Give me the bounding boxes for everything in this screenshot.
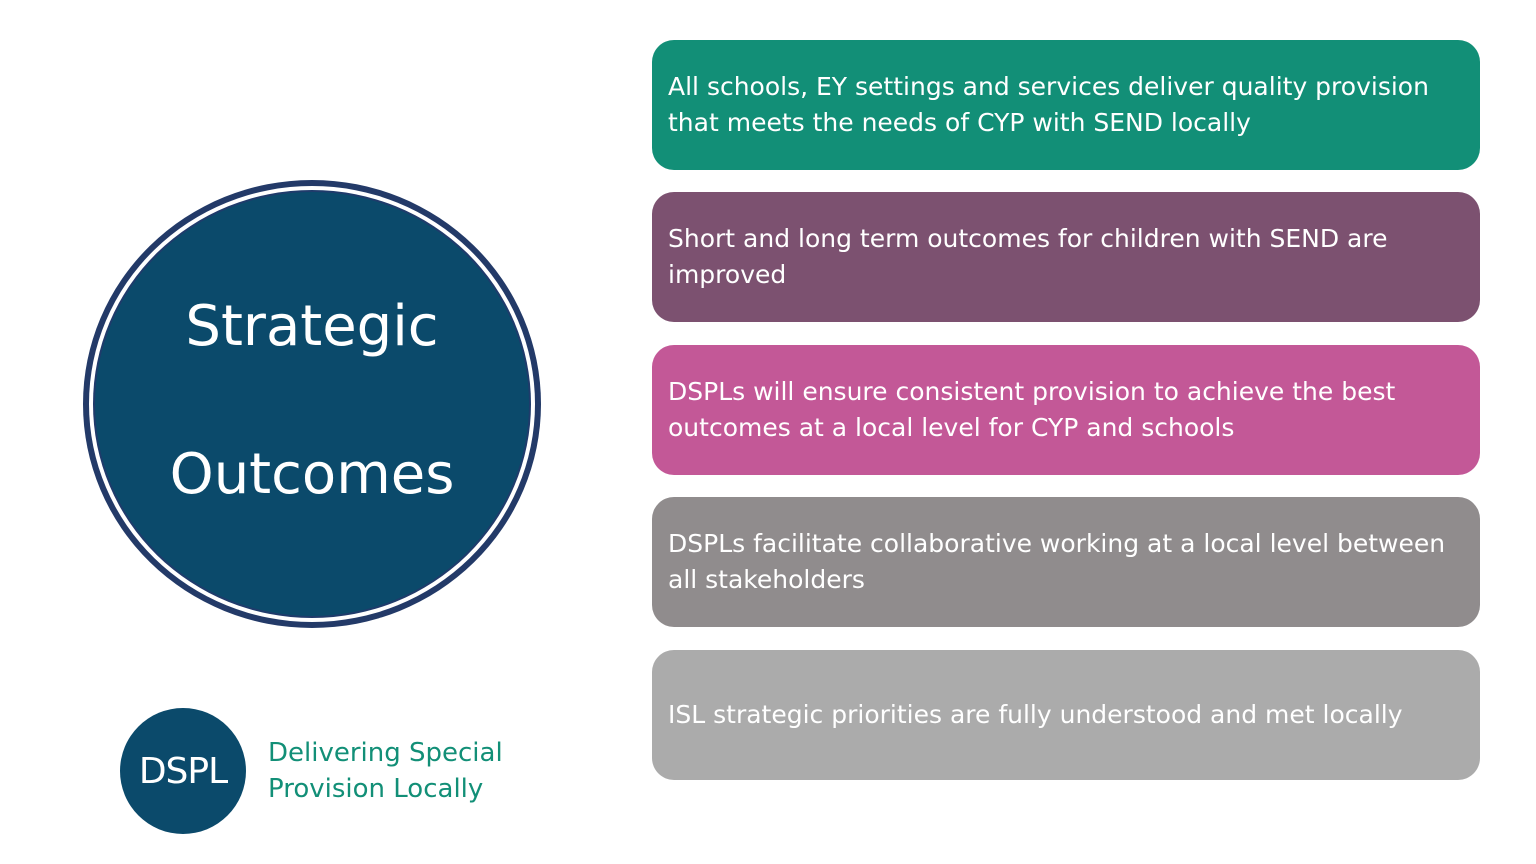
outcome-text: All schools, EY settings and services de… (668, 72, 1429, 137)
dspl-logo: DSPL (120, 708, 246, 834)
outcome-text: DSPLs facilitate collaborative working a… (668, 529, 1446, 594)
outcome-box-2: Short and long term outcomes for childre… (652, 192, 1480, 322)
logo-tagline-line1: Delivering Special (268, 738, 503, 768)
logo-tagline: Delivering Special Provision Locally (268, 735, 503, 807)
outcome-box-1: All schools, EY settings and services de… (652, 40, 1480, 170)
outcome-box-4: DSPLs facilitate collaborative working a… (652, 497, 1480, 627)
outcome-text: DSPLs will ensure consistent provision t… (668, 377, 1396, 442)
outcome-text: ISL strategic priorities are fully under… (668, 700, 1403, 729)
outcome-box-5: ISL strategic priorities are fully under… (652, 650, 1480, 780)
slide-title: Strategic Outcomes (132, 216, 492, 586)
slide-title-line2: Outcomes (169, 442, 455, 507)
slide-title-line1: Strategic (185, 294, 439, 359)
logo-tagline-line2: Provision Locally (268, 774, 484, 804)
outcome-text: Short and long term outcomes for childre… (668, 224, 1388, 289)
logo-abbreviation: DSPL (138, 750, 228, 792)
strategic-outcomes-circle: Strategic Outcomes (83, 180, 541, 628)
outcome-box-3: DSPLs will ensure consistent provision t… (652, 345, 1480, 475)
